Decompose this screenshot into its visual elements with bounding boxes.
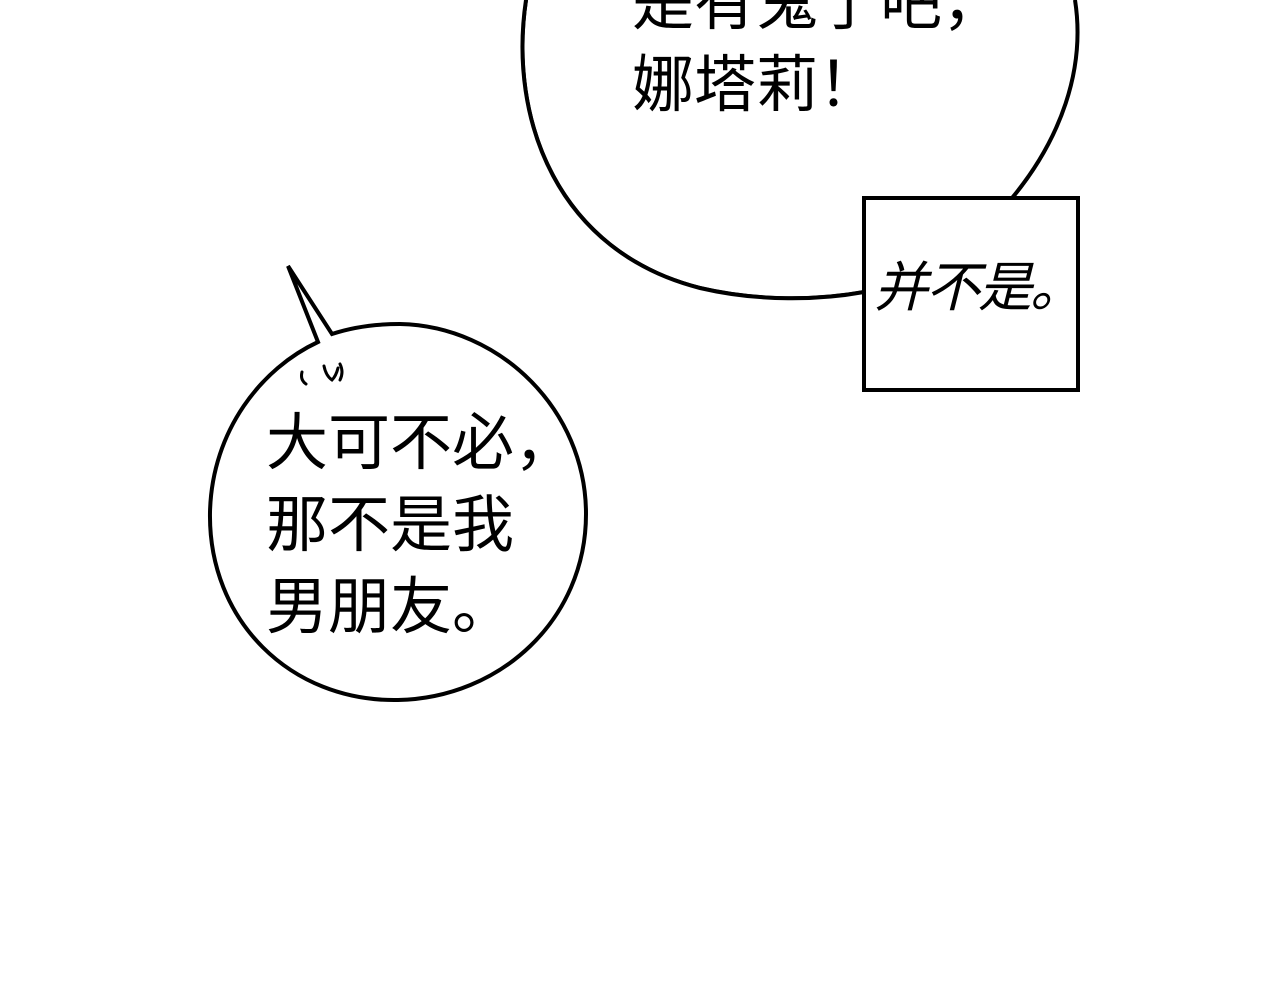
caption-box <box>862 196 1080 392</box>
top-speech-bubble-outline-right <box>1010 0 1080 200</box>
top-bubble-text: 是有鬼了吧， 娜塔莉！ <box>632 0 1004 126</box>
left-speech-bubble <box>207 264 589 703</box>
emotion-mark-mid <box>322 364 340 382</box>
left-bubble-line-2: 那不是我 <box>266 488 515 561</box>
left-bubble-line-1: 大可不必， <box>266 406 577 479</box>
top-speech-bubble-outline <box>520 0 865 301</box>
left-bubble-line-3: 男朋友。 <box>266 570 515 643</box>
left-bubble-text: 大可不必， 那不是我 男朋友。 <box>266 402 576 648</box>
top-bubble-line-1: 是有鬼了吧， <box>632 0 1005 39</box>
emotion-mark-left <box>300 370 308 386</box>
top-bubble-line-2: 娜塔莉！ <box>632 48 881 121</box>
emotion-mark-right <box>338 362 344 382</box>
top-speech-bubble-fill <box>524 0 1077 297</box>
caption-text: 并不是。 <box>874 256 1084 319</box>
